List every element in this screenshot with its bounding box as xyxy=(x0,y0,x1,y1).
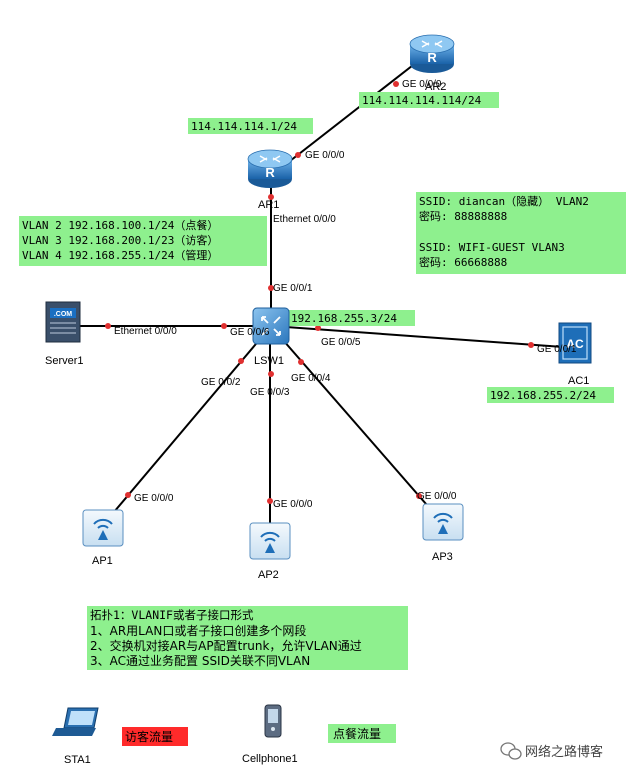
port-label-ar1-ge: GE 0/0/0 xyxy=(305,150,345,161)
server-badge: .COM xyxy=(54,311,72,318)
vlan2-label: VLAN 2 192.168.100.1/24（点餐） xyxy=(22,218,218,232)
device-name-sta1: STA1 xyxy=(64,754,91,766)
router-arrows-icon xyxy=(421,40,443,48)
wifi-icon xyxy=(433,512,453,523)
ar1-ip-label: 114.114.114.1/24 xyxy=(191,120,297,133)
port-label-ar2-ge: GE 0/0/0 xyxy=(402,79,442,90)
access-point-ap1[interactable] xyxy=(82,509,124,547)
ssid2-label: SSID: WIFI-GUEST VLAN3 xyxy=(419,241,565,254)
device-name-ar1: AR1 xyxy=(258,199,279,211)
notes-line1: 1、AR用LAN口或者子接口创建多个网段 xyxy=(90,623,306,638)
cellphone1[interactable] xyxy=(264,704,282,738)
controller-ac1[interactable]: AC xyxy=(558,322,592,364)
port-label-ap3-ge: GE 0/0/0 xyxy=(417,491,457,502)
port-label-lsw-ge6: GE 0/0/6 xyxy=(230,327,270,338)
wechat-icon xyxy=(500,742,522,760)
guest-traffic-label: 访客流量 xyxy=(125,729,173,744)
watermark: 网络之路博客 xyxy=(500,742,603,760)
device-name-ap3: AP3 xyxy=(432,551,453,563)
ar2-ip-label: 114.114.114.114/24 xyxy=(362,94,482,107)
order-traffic-label: 点餐流量 xyxy=(333,726,381,741)
port-label-ap1-ge: GE 0/0/0 xyxy=(134,493,174,504)
port-label-lsw-ge2: GE 0/0/2 xyxy=(201,377,241,388)
ac-badge: AC xyxy=(566,337,584,351)
guest-traffic-box xyxy=(122,727,188,746)
ssid1-label: SSID: diancan（隐藏） VLAN2 xyxy=(419,195,589,208)
device-name-ap2: AP2 xyxy=(258,569,279,581)
switch-arrows-icon xyxy=(261,316,281,336)
device-name-cellphone1: Cellphone1 xyxy=(242,753,298,765)
green-boxes xyxy=(19,92,626,743)
router-arrows-icon xyxy=(259,155,281,163)
port-label-lsw-ge5: GE 0/0/5 xyxy=(321,337,361,348)
switch-lsw1[interactable] xyxy=(252,307,290,345)
wifi-icon xyxy=(93,518,113,529)
server1[interactable]: .COM xyxy=(45,301,81,343)
port-dots xyxy=(105,81,534,504)
port-label-server-eth: Ethernet 0/0/0 xyxy=(114,326,177,337)
notes-title: 拓扑1：VLANIF或者子接口形式 xyxy=(90,608,254,622)
wifi-icon xyxy=(260,531,280,542)
device-name-ac1: AC1 xyxy=(568,375,589,387)
watermark-text: 网络之路博客 xyxy=(525,744,603,760)
access-point-ap2[interactable] xyxy=(249,522,291,560)
pwd1-label: 密码: 88888888 xyxy=(419,209,507,223)
device-name-lsw1: LSW1 xyxy=(254,355,284,367)
device-name-server1: Server1 xyxy=(45,355,84,367)
link-lsw1-ap1 xyxy=(102,331,267,526)
router-ar2[interactable]: R xyxy=(409,34,455,73)
svg-text:R: R xyxy=(265,165,275,180)
notes-line2: 2、交换机对接AR与AP配置trunk，允许VLAN通过 xyxy=(90,638,362,653)
svg-text:R: R xyxy=(427,50,437,65)
port-label-ac-ge1: GE 0/0/1 xyxy=(537,344,577,355)
access-point-ap3[interactable] xyxy=(422,503,464,541)
device-name-ar2: AR2 xyxy=(425,81,446,93)
port-label-lsw-ge1: GE 0/0/1 xyxy=(273,283,313,294)
link-lsw1-ac1 xyxy=(271,325,578,349)
vlan3-label: VLAN 3 192.168.200.1/23（访客） xyxy=(22,233,218,247)
port-label-ar1-eth: Ethernet 0/0/0 xyxy=(273,214,336,225)
port-label-lsw-ge3: GE 0/0/3 xyxy=(250,387,290,398)
notes-line3: 3、AC通过业务配置 SSID关联不同VLAN xyxy=(90,653,310,668)
port-label-lsw-ge4: GE 0/0/4 xyxy=(291,373,331,384)
links xyxy=(80,54,578,540)
pwd2-label: 密码: 66668888 xyxy=(419,255,507,269)
vlan4-label: VLAN 4 192.168.255.1/24（管理） xyxy=(22,248,218,262)
lsw-ip-label: 192.168.255.3/24 xyxy=(291,312,397,325)
link-ar1-ar2 xyxy=(271,54,427,176)
ac-ip-label: 192.168.255.2/24 xyxy=(490,389,596,402)
laptop-sta1[interactable] xyxy=(52,707,99,736)
router-ar1[interactable]: R xyxy=(247,149,293,188)
port-label-ap2-ge: GE 0/0/0 xyxy=(273,499,313,510)
device-name-ap1: AP1 xyxy=(92,555,113,567)
